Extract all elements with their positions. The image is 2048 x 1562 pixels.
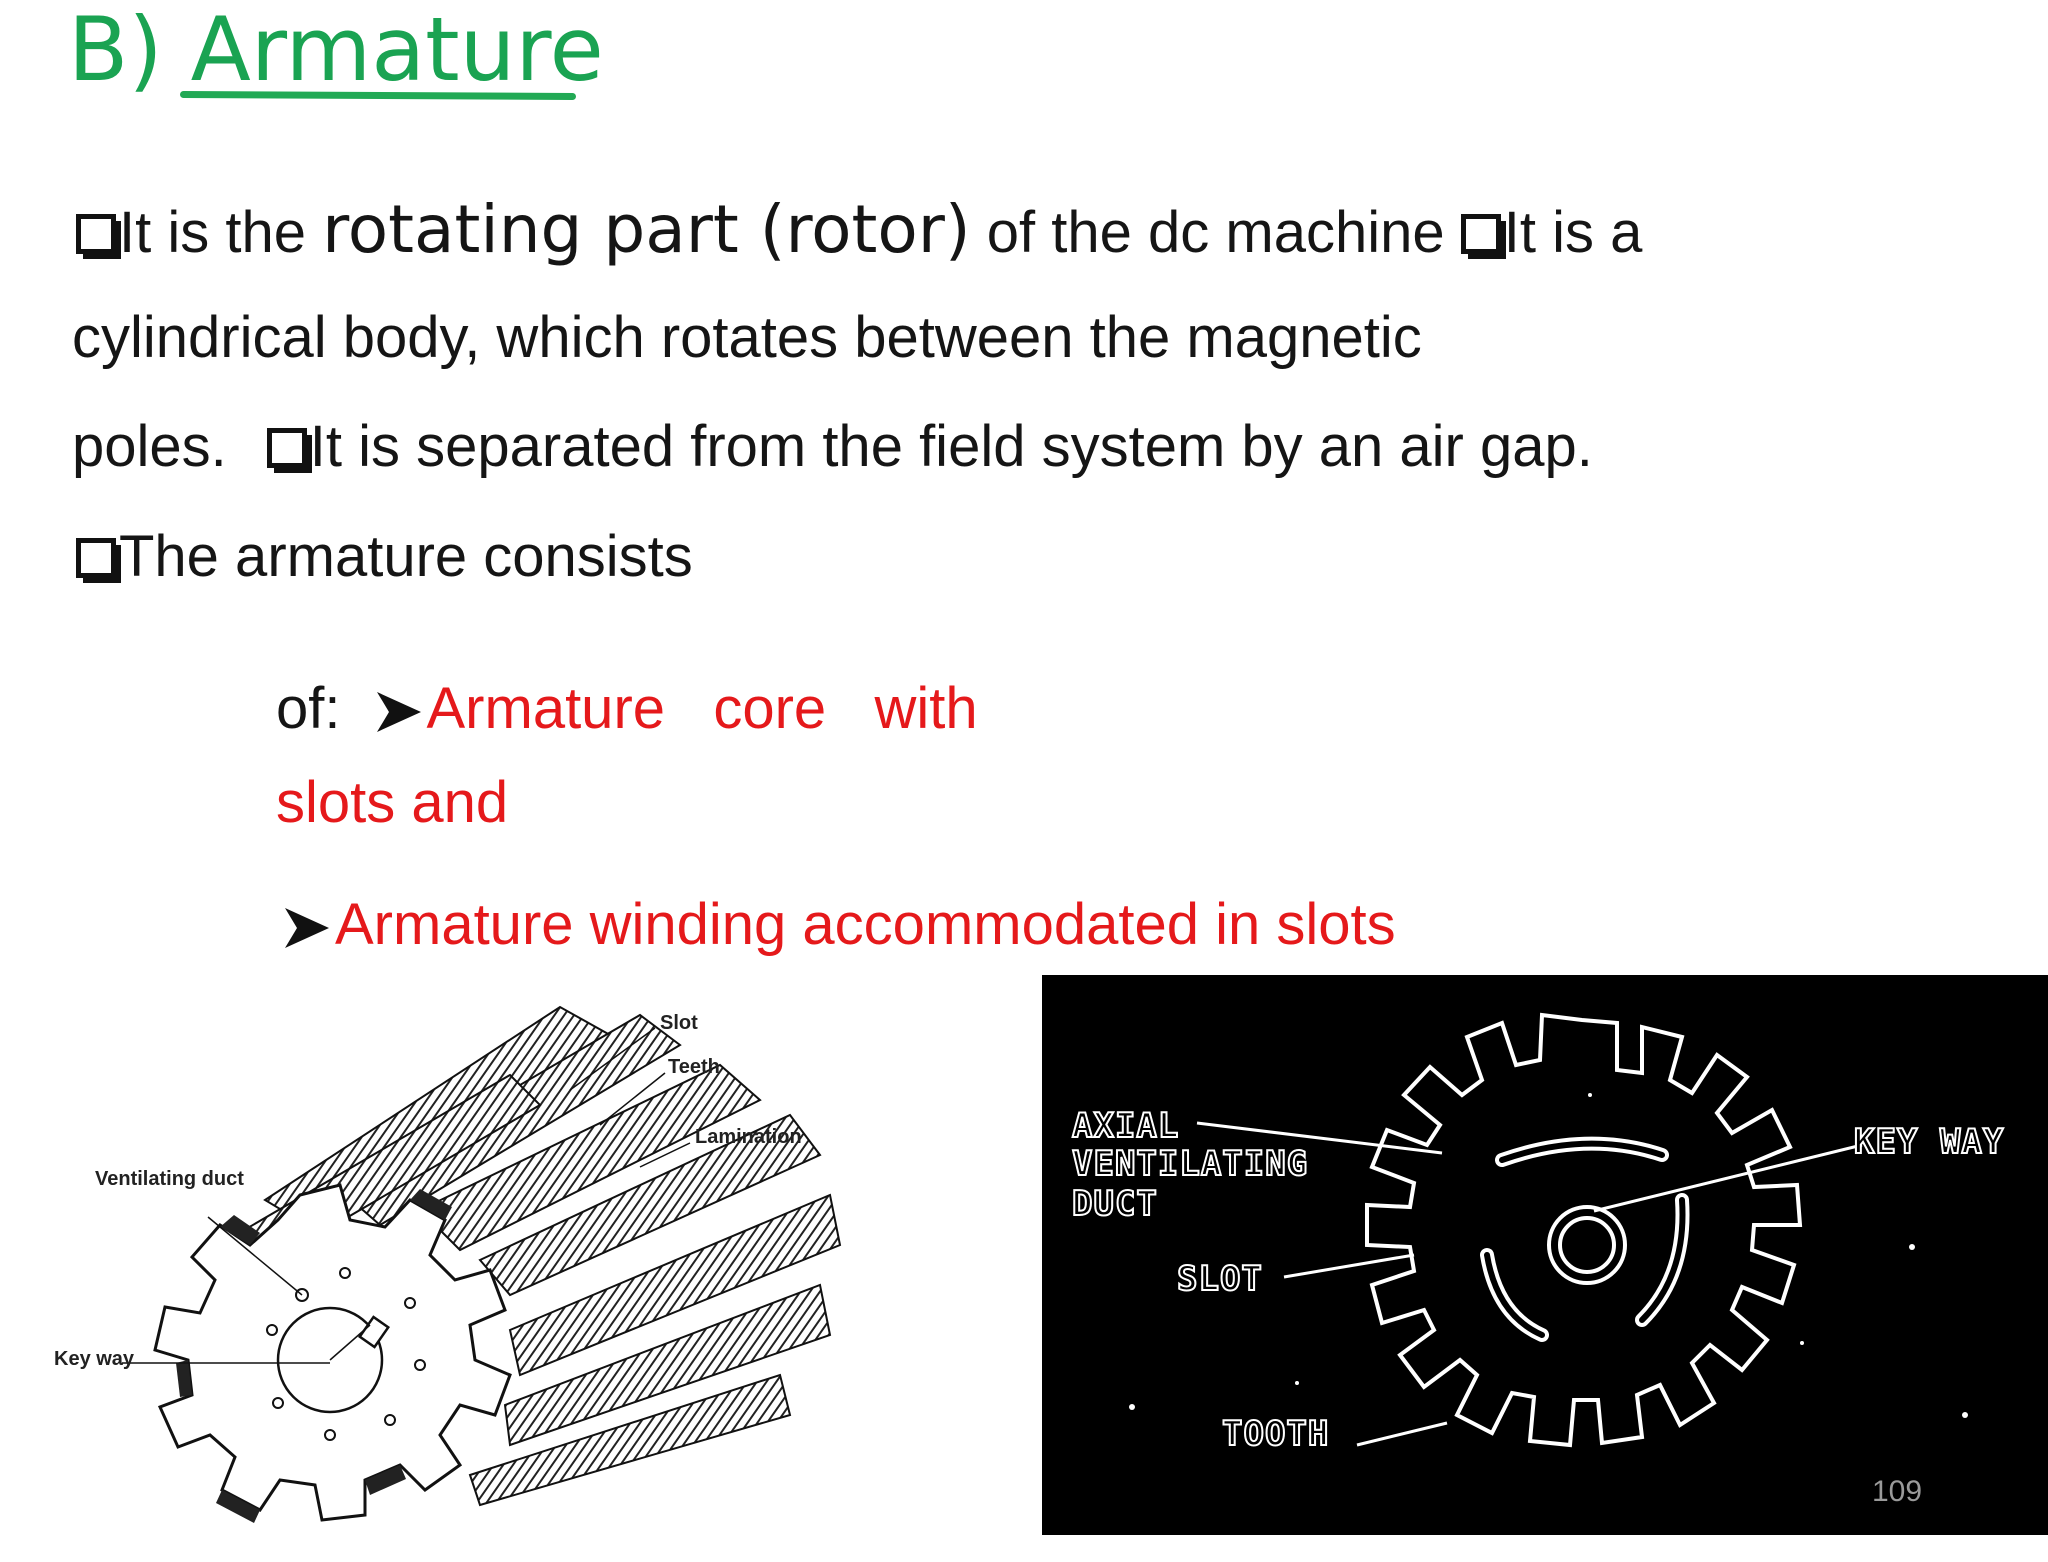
bullet-2-start: It is a [1503, 200, 1643, 265]
bullet-1-prefix: It is the [119, 200, 323, 265]
of-label: of: [276, 676, 341, 741]
label-key-way: Key way [54, 1348, 135, 1370]
label-tooth: TOOTH [1222, 1414, 1329, 1454]
bullet-4-text: The armature consists [119, 524, 693, 589]
armature-core-figure: Slot Teeth Lamination Ventilating duct K… [40, 995, 1040, 1555]
bullet-1-emphasis: rotating part (rotor) [322, 191, 971, 268]
bullet-line-1: It is the rotating part (rotor) of the d… [76, 195, 1642, 268]
square-checkbox-icon [266, 428, 307, 468]
label-ventilating-duct: Ventilating duct [95, 1168, 244, 1190]
bullet-line-3: poles. It is separated from the field sys… [72, 412, 1593, 482]
square-checkbox-icon [76, 214, 116, 254]
armature-lamination-illustration: AXIAL VENTILATING DUCT SLOT TOOTH KEY WA… [1071, 1012, 2004, 1455]
label-duct: DUCT [1072, 1184, 1158, 1224]
slide-title: B) Armature [68, 0, 604, 101]
bullet-3-text: It is separated from the field system by… [309, 414, 1593, 479]
sub-bullet-1a: Armature core with [426, 676, 978, 741]
sub-bullet-line-1: of: Armature core with [276, 674, 978, 744]
label-slot-right: SLOT [1177, 1259, 1263, 1299]
sub-bullet-line-2: slots and [276, 768, 508, 838]
sub-bullet-2: Armature winding accommodated in slots [335, 892, 1396, 957]
armature-lamination-figure: AXIAL VENTILATING DUCT SLOT TOOTH KEY WA… [1042, 975, 2048, 1535]
arrowhead-icon [376, 692, 421, 732]
label-lamination: Lamination [695, 1126, 802, 1148]
label-teeth: Teeth [668, 1056, 720, 1078]
label-slot: Slot [660, 1012, 698, 1034]
label-keyway-right: KEY WAY [1854, 1122, 2004, 1162]
bullet-2-continuation: cylindrical body, which rotates between … [72, 305, 1422, 370]
square-checkbox-icon [76, 538, 116, 578]
arrowhead-icon [285, 908, 329, 948]
page-number: 109 [1872, 1475, 1923, 1508]
bullet-1-suffix: of the dc machine [970, 200, 1461, 265]
label-axial: AXIAL [1072, 1106, 1179, 1146]
sub-bullet-line-3: Armature winding accommodated in slots [283, 890, 1396, 960]
bullet-2-end: poles. [72, 414, 227, 479]
square-checkbox-icon [1460, 214, 1501, 254]
bullet-line-2: cylindrical body, which rotates between … [72, 303, 1422, 373]
bullet-line-4: The armature consists [76, 522, 693, 592]
sub-bullet-1b: slots and [276, 770, 509, 835]
label-ventilating: VENTILATING [1072, 1144, 1308, 1184]
armature-core-illustration: Slot Teeth Lamination Ventilating duct K… [54, 1005, 842, 1523]
